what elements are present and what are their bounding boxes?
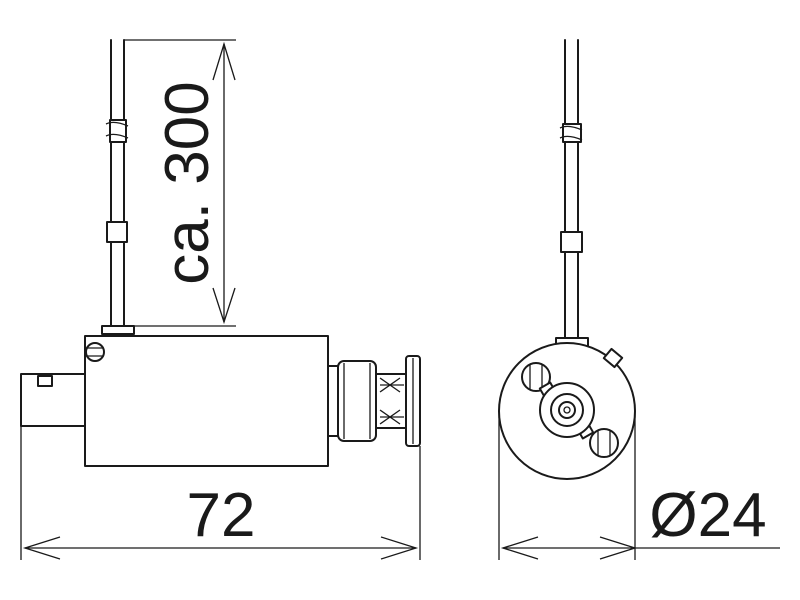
- side-cable: [101, 39, 135, 335]
- diameter-dimension: [498, 411, 780, 560]
- cable-gland: [101, 325, 135, 335]
- front-cable: [555, 39, 589, 347]
- main-body: [84, 335, 329, 467]
- bnc-connector: [327, 355, 421, 447]
- front-view: Ø24: [498, 39, 780, 560]
- side-view: ca. 300 72: [20, 39, 421, 560]
- cable-length-dimension: [124, 39, 236, 327]
- length-label: 72: [187, 481, 256, 550]
- side-lug: [602, 347, 624, 369]
- body-screw: [85, 342, 105, 362]
- front-screw-bottom: [589, 428, 619, 458]
- bnc-face: [538, 381, 595, 440]
- diameter-label: Ø24: [649, 481, 766, 550]
- front-cable-sleeve: [560, 231, 583, 253]
- cable-sleeve: [106, 221, 128, 243]
- front-screw-top: [521, 362, 551, 392]
- cable-length-label: ca. 300: [153, 81, 222, 284]
- connector-slot: [37, 375, 53, 387]
- rear-connector: [20, 373, 87, 427]
- length-dimension: [20, 426, 421, 560]
